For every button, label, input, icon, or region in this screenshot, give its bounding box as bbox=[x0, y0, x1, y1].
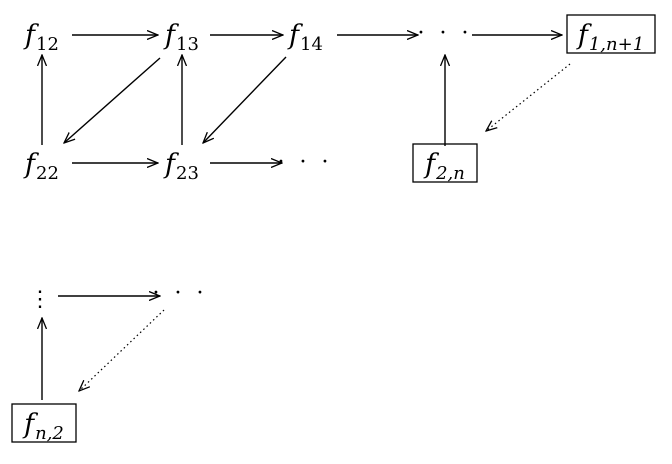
node-dots-mid: · · · bbox=[278, 150, 333, 175]
node-label: f2,n bbox=[423, 149, 465, 184]
node-fn2: fn,2 bbox=[11, 403, 77, 444]
node-f12: f12 bbox=[23, 20, 59, 55]
node-f2n: f2,n bbox=[412, 143, 478, 184]
edges-layer bbox=[42, 35, 571, 400]
node-label: f1,n+1 bbox=[576, 20, 644, 55]
node-box bbox=[412, 143, 478, 183]
edge-f13-to-f22 bbox=[64, 57, 161, 143]
edge-dots-bottom-to-fn2 bbox=[79, 309, 165, 391]
node-box bbox=[566, 14, 656, 54]
node-label: f13 bbox=[163, 20, 199, 55]
node-label: f12 bbox=[23, 20, 59, 55]
node-dots-bottom: · · · bbox=[153, 281, 208, 306]
node-f23: f23 bbox=[163, 149, 199, 184]
node-box bbox=[11, 403, 77, 443]
node-dots-top: · · · bbox=[418, 21, 473, 46]
node-label: fn,2 bbox=[22, 409, 64, 444]
nodes-layer: f12 f13 f14 · · · f1,n+1 f22 f23 · · · f2,n ⋮ · · … bbox=[11, 14, 656, 444]
edge-f14-to-f23 bbox=[203, 56, 287, 143]
node-f13: f13 bbox=[163, 20, 199, 55]
node-f1n1: f1,n+1 bbox=[566, 14, 656, 55]
node-label: f22 bbox=[23, 149, 59, 184]
node-f14: f14 bbox=[287, 20, 323, 55]
node-vdots: ⋮ bbox=[29, 287, 55, 312]
node-f22: f22 bbox=[23, 149, 59, 184]
ellipsis-label: ⋮ bbox=[29, 287, 55, 312]
edge-f1n1-to-f2n bbox=[486, 63, 571, 131]
ellipsis-label: · · · bbox=[153, 281, 208, 306]
node-label: f14 bbox=[287, 20, 323, 55]
ellipsis-label: · · · bbox=[278, 150, 333, 175]
ellipsis-label: · · · bbox=[418, 21, 473, 46]
node-label: f23 bbox=[163, 149, 199, 184]
